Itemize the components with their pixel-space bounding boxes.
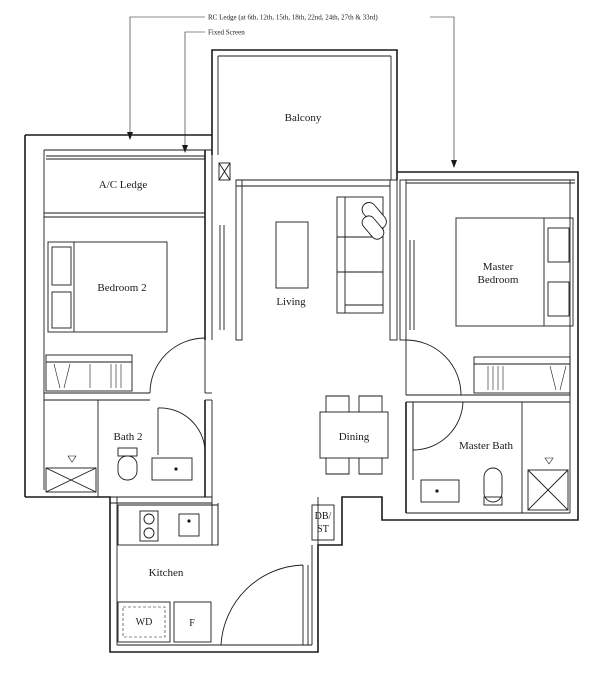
master-bedroom-label-line2: Bedroom xyxy=(478,274,519,286)
rc-ledge-leader xyxy=(127,16,457,168)
interior-walls xyxy=(25,155,570,545)
outer-walls xyxy=(24,134,579,653)
bedroom2-door xyxy=(149,337,206,394)
fixed-screen-leader xyxy=(182,31,205,153)
main-entrance-door xyxy=(220,564,309,646)
kitchen-counter xyxy=(117,504,219,546)
ac-ledge-label: A/C Ledge xyxy=(99,179,148,191)
db-st-label-line2: ST xyxy=(317,524,329,535)
bath2-door xyxy=(157,407,206,455)
kitchen-appliances xyxy=(117,601,212,643)
master-bath-label: Master Bath xyxy=(459,440,514,452)
balcony-label: Balcony xyxy=(285,112,322,124)
master-wardrobe xyxy=(473,356,571,394)
balcony-outline xyxy=(211,49,398,180)
master-bath-shower xyxy=(527,457,569,511)
bedroom2-wardrobe xyxy=(45,354,133,392)
rc-ledges xyxy=(46,155,575,184)
bath2-label: Bath 2 xyxy=(113,431,142,443)
master-bedroom-label-line1: Master xyxy=(483,261,514,273)
dining-table xyxy=(319,395,389,475)
master-bed xyxy=(455,217,574,327)
master-bedroom-door xyxy=(405,339,462,396)
master-bath-door xyxy=(412,401,464,452)
dining-label: Dining xyxy=(339,431,370,443)
master-bath-fixtures xyxy=(420,467,503,506)
ac-ledge-outline xyxy=(44,150,206,218)
wd-label: WD xyxy=(136,617,153,628)
bath2-fixtures xyxy=(117,447,193,481)
rc-ledge-note: RC Ledge (at 6th, 12th, 15th, 18th, 22nd… xyxy=(208,14,378,22)
fridge-label: F xyxy=(189,618,195,629)
service-shaft xyxy=(218,162,231,181)
bedroom2-label: Bedroom 2 xyxy=(97,282,146,294)
fixed-screen-note: Fixed Screen xyxy=(208,29,245,37)
db-st-label-line1: DB/ xyxy=(315,511,332,522)
living-label: Living xyxy=(276,296,306,308)
kitchen-label: Kitchen xyxy=(149,567,184,579)
db-st-box xyxy=(311,504,335,541)
bedroom2-bed xyxy=(47,241,168,333)
living-furniture xyxy=(275,196,387,314)
bath2-shower xyxy=(45,455,97,493)
